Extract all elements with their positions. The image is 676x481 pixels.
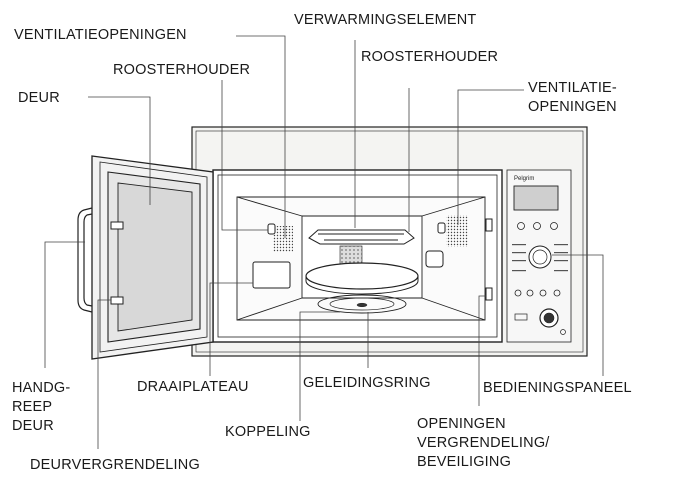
label-handgreep-line2: REEP [12,399,52,415]
label-draaiplateau: DRAAIPLATEAU [137,379,249,395]
door [91,155,214,360]
interlock-openings [485,218,493,301]
label-openingen-line2: VERGRENDELING/ [417,435,550,451]
label-roosterhouder-right: ROOSTERHOUDER [361,49,498,65]
label-ventilatie-right-line1: VENTILATIE- [528,80,617,96]
heating-element [308,229,415,265]
side-recesses [252,250,444,289]
label-roosterhouder-left: ROOSTERHOUDER [113,62,250,78]
label-deurvergrendeling: DEURVERGRENDELING [30,457,200,473]
label-koppeling: KOPPELING [225,424,311,440]
label-openingen-line1: OPENINGEN [417,416,506,432]
label-geleidingsring: GELEIDINGSRING [303,375,431,391]
label-ventilatie-right-line2: OPENINGEN [528,99,617,115]
rack-holders [267,222,446,235]
brand-logo: Pelgrim [514,176,534,182]
panel-marks [512,244,568,272]
leader-lines [44,35,604,449]
label-deur: DEUR [18,90,60,106]
label-bedieningspaneel: BEDIENINGSPANEEL [483,380,632,396]
turntable [305,262,419,314]
door-latches [110,221,124,305]
door-handle [77,207,93,313]
label-ventilatieopeningen-left: VENTILATIEOPENINGEN [14,27,187,43]
label-verwarmingselement: VERWARMINGSELEMENT [294,12,476,28]
label-handgreep-line3: DEUR [12,418,54,434]
label-handgreep-line1: HANDG- [12,380,70,396]
ventilation-holes-right [446,215,468,247]
control-panel [506,169,572,343]
ventilation-holes-left [273,226,293,252]
label-openingen-line3: BEVEILIGING [417,454,511,470]
